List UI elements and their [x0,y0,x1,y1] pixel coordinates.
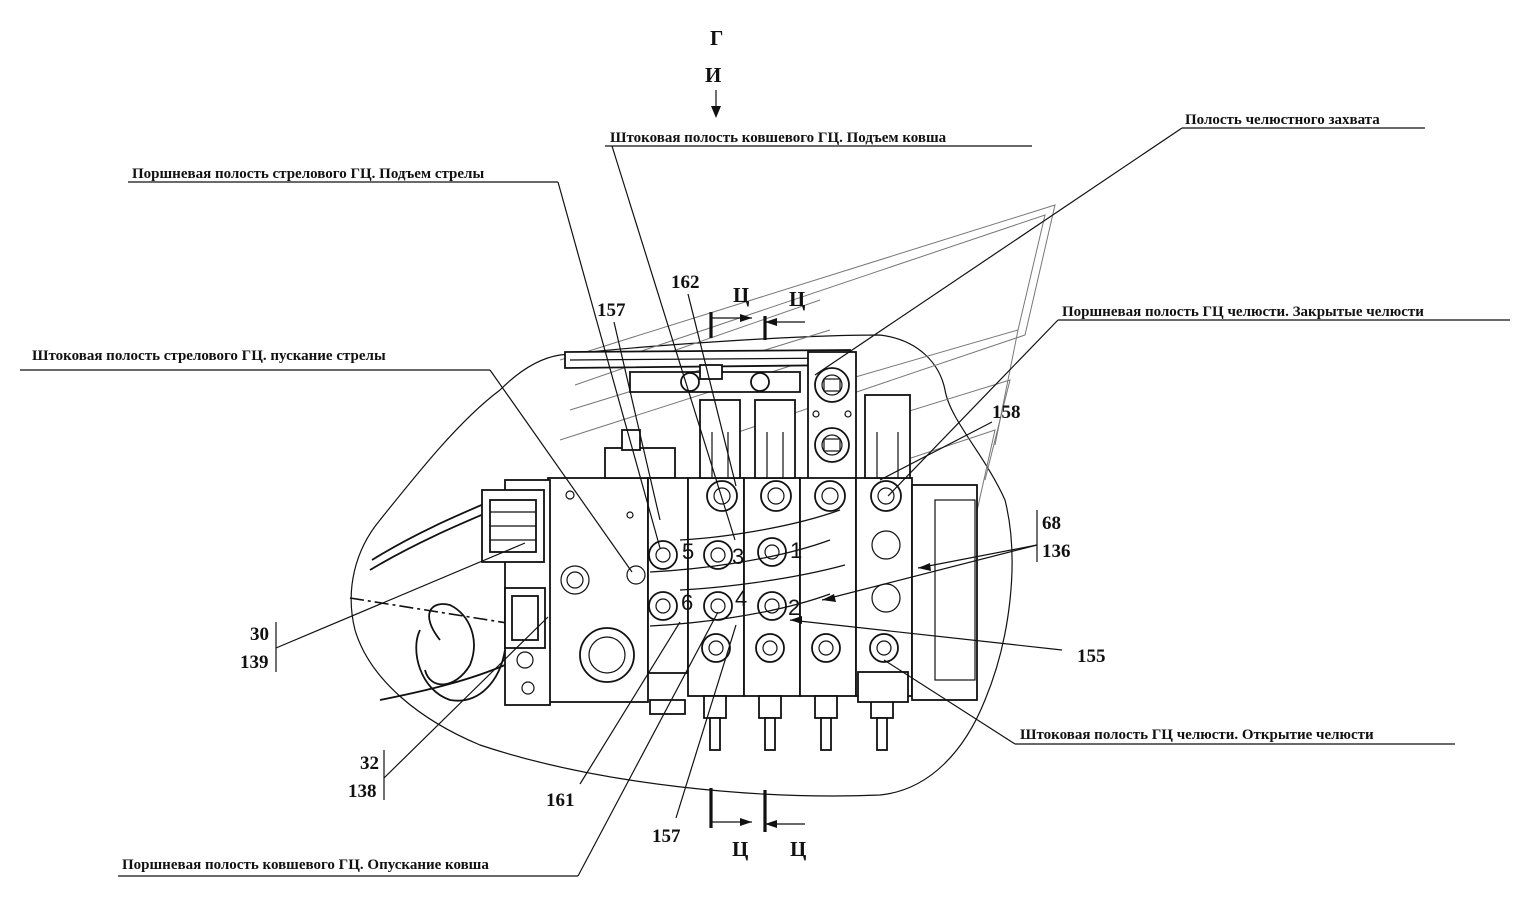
svg-text:68: 68 [1042,513,1061,534]
part-32-138: 32 138 [348,616,549,802]
svg-text:155: 155 [1077,646,1106,667]
port-label-3: 3 [732,544,744,569]
valve-sections [687,394,978,701]
svg-text:157: 157 [652,826,681,847]
svg-text:157: 157 [597,300,626,321]
callout-piston-bucket-lowering: Поршневая полость ковшевого ГЦ. Опускани… [118,611,719,877]
part-155: 155 [789,616,1106,667]
view-direction-marker: Г И [705,26,723,118]
svg-text:139: 139 [240,652,269,673]
section-letter-top-left: Ц [733,283,749,307]
callout-rod-bucket-lift: Штоковая полость ковшевого ГЦ. Подъем ко… [605,130,1032,541]
port-label-5: 5 [682,539,694,564]
section-mark-bottom: Ц Ц [709,788,806,861]
top-fittings [706,480,902,512]
port-label-2: 2 [788,595,800,620]
callout-piston-jaw-closed: Поршневая полость ГЦ челюсти. Закрытые ч… [887,304,1510,497]
svg-text:Штоковая полость стрелового ГЦ: Штоковая полость стрелового ГЦ. пускание… [32,348,386,364]
part-68-136: 68 136 [821,510,1071,602]
svg-text:Поршневая полость ГЦ челюсти.: Поршневая полость ГЦ челюсти. Закрытые ч… [1062,304,1424,320]
top-rail [564,349,851,393]
svg-text:161: 161 [546,790,575,811]
part-157-bottom: 157 [652,624,737,847]
part-30-139: 30 139 [240,542,526,673]
section-mark-top: Ц Ц [709,283,805,340]
rear-panels [559,204,1056,521]
port-labels: 5 3 1 6 4 2 [681,538,802,620]
part-157-top: 157 [597,300,661,521]
view-mark-g: Г [710,26,723,50]
phantom-contour [350,334,1013,797]
svg-text:Поршневая полость стрелового Г: Поршневая полость стрелового ГЦ. Подъем … [132,166,484,182]
callout-rod-boom-lowering: Штоковая полость стрелового ГЦ. пускание… [20,348,633,573]
section-letter-bottom-left: Ц [732,837,748,861]
callout-jaw-grip-cavity: Полость челюстного захвата [814,112,1425,376]
svg-text:Полость челюстного захвата: Полость челюстного захвата [1185,112,1380,128]
section-letter-bottom-right: Ц [790,837,806,861]
port-label-1: 1 [790,538,802,563]
svg-text:Поршневая полость ковшевого ГЦ: Поршневая полость ковшевого ГЦ. Опускани… [122,857,489,873]
spool-stems [703,671,909,751]
svg-text:Штоковая полость ГЦ челюсти. О: Штоковая полость ГЦ челюсти. Открытие че… [1020,727,1374,743]
part-162: 162 [671,272,737,487]
view-arrow-icon [711,106,721,118]
svg-text:158: 158 [992,402,1021,423]
bottom-fittings [701,530,901,663]
port-label-4: 4 [735,586,747,611]
port-label-6: 6 [681,590,693,615]
svg-text:138: 138 [348,781,377,802]
callout-rod-jaw-open: Штоковая полость ГЦ челюсти. Открытие че… [883,659,1455,745]
svg-text:136: 136 [1042,541,1071,562]
callout-piston-boom-lift: Поршневая полость стрелового ГЦ. Подъем … [128,166,661,549]
port-fittings [648,509,846,627]
part-158: 158 [879,402,1021,481]
svg-text:30: 30 [250,624,269,645]
view-mark-i: И [705,63,721,87]
solenoid-block [807,351,857,481]
svg-text:162: 162 [671,272,700,293]
part-161: 161 [546,621,681,811]
section-letter-top-right: Ц [789,287,805,311]
left-hoses [349,494,521,702]
svg-text:Штоковая полость ковшевого ГЦ.: Штоковая полость ковшевого ГЦ. Подъем ко… [610,130,947,146]
svg-text:32: 32 [360,753,379,774]
